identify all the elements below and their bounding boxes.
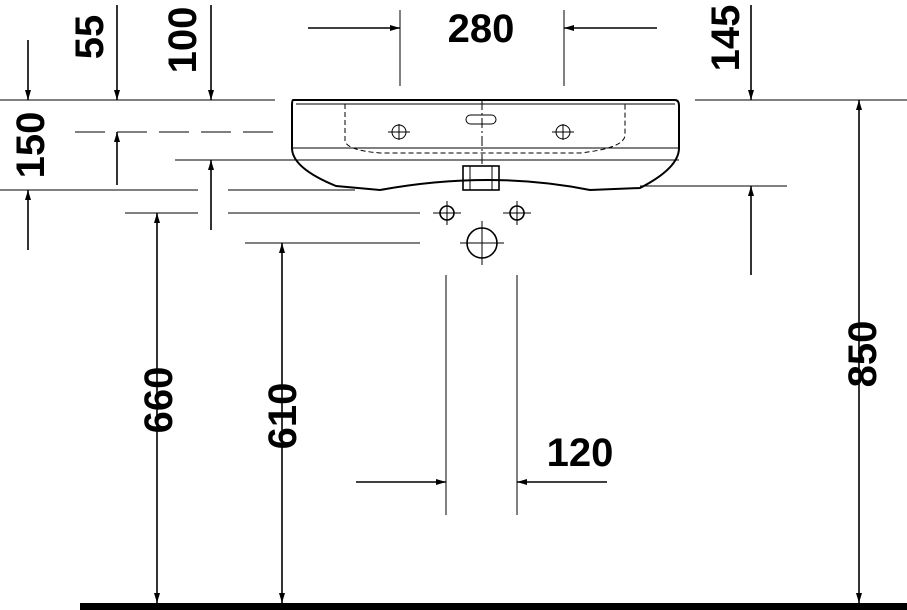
floor-line [80,603,907,610]
dim-850: 850 [841,321,885,388]
dim-660: 660 [137,367,181,434]
dimension-arrows [25,5,862,603]
dim-55: 55 [68,15,112,60]
dim-280: 280 [448,7,515,51]
dim-100: 100 [161,7,205,74]
wall-connections [433,201,531,265]
dim-145: 145 [704,5,748,72]
extension-lines [0,10,907,515]
dim-610: 610 [261,383,305,450]
dim-150: 150 [9,112,53,179]
dim-120: 120 [547,431,614,475]
washbasin [291,99,680,192]
